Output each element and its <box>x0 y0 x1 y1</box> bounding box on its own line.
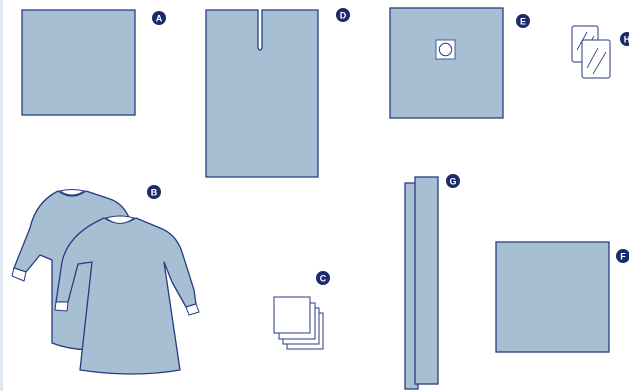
item-e-fenestration-hole <box>439 43 451 55</box>
badge-a: A <box>152 11 166 25</box>
badge-e-label: E <box>520 16 526 26</box>
item-b-gown-front-cuff <box>55 302 68 311</box>
item-e-fenestrated-drape <box>390 8 503 118</box>
badge-h-label: H <box>624 34 629 44</box>
badge-c-label: C <box>320 273 327 283</box>
item-c-towel-stack <box>274 297 323 349</box>
item-h-film-pair <box>572 26 610 78</box>
badge-e: E <box>516 14 530 28</box>
badge-g-label: G <box>449 176 456 186</box>
page-left-edge <box>0 0 3 391</box>
item-f-drape-sheet <box>496 242 609 352</box>
badge-a-label: A <box>156 13 163 23</box>
badge-f-label: F <box>620 251 626 261</box>
item-d-drape-sheet <box>206 10 318 177</box>
badge-g: G <box>446 174 460 188</box>
item-b-gown-pair <box>12 190 199 375</box>
item-a-drape <box>22 10 135 115</box>
item-c-towel-1 <box>274 297 310 333</box>
item-g-strip-front <box>415 177 438 384</box>
badge-h: H <box>620 32 629 46</box>
badge-b-label: B <box>151 187 158 197</box>
badge-f: F <box>616 249 629 263</box>
item-h-film-front <box>582 40 610 78</box>
badge-d: D <box>336 8 350 22</box>
item-g-strip-drape <box>405 177 438 389</box>
badge-d-label: D <box>340 10 347 20</box>
item-a-drape-sheet <box>22 10 135 115</box>
item-d-split-drape <box>206 10 318 177</box>
item-e-drape-sheet <box>390 8 503 118</box>
badge-b: B <box>147 185 161 199</box>
item-f-drape <box>496 242 609 352</box>
badge-c: C <box>316 271 330 285</box>
